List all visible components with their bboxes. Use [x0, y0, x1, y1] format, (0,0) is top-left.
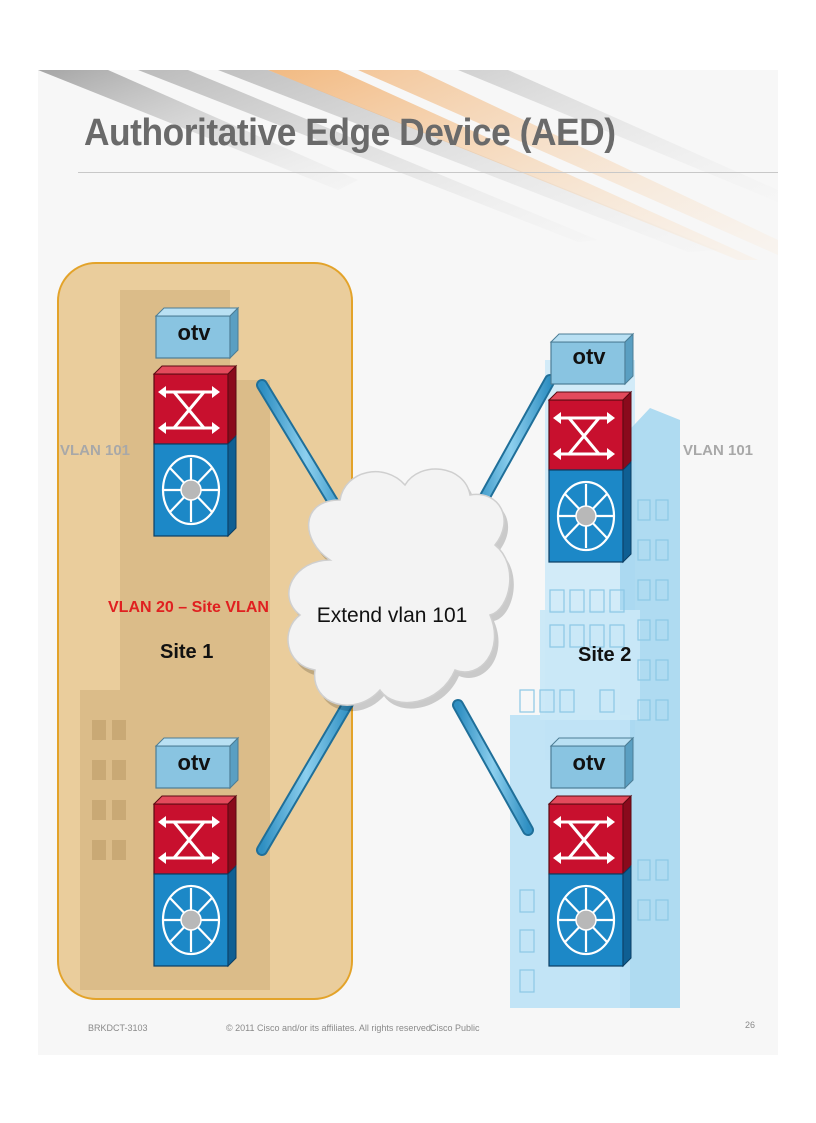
otv-link-site1-bottom: [256, 694, 356, 856]
site-vlan-label: VLAN 20 – Site VLAN: [108, 599, 269, 616]
left-vlan-label: VLAN 101: [60, 442, 130, 459]
page-title: Authoritative Edge Device (AED): [84, 112, 616, 154]
footer-classification: Cisco Public: [430, 1023, 480, 1033]
site2-label: Site 2: [578, 644, 631, 666]
title-divider: [78, 172, 778, 173]
footer-page-number: 26: [745, 1020, 756, 1030]
otv-link-site2-bottom: [452, 699, 534, 836]
right-vlan-label: VLAN 101: [683, 442, 753, 459]
otv-label: otv: [178, 320, 212, 345]
site1-building-windows: [92, 720, 126, 860]
site2-building-windows: [519, 499, 669, 993]
cloud-label: Extend vlan 101: [317, 604, 468, 627]
site1-label: Site 1: [160, 641, 213, 663]
otv-label: otv: [573, 750, 607, 775]
decorative-swoosh: [38, 70, 778, 260]
footer-copyright: © 2011 Cisco and/or its affiliates. All …: [226, 1023, 434, 1033]
otv-label: otv: [573, 344, 607, 369]
otv-label: otv: [178, 750, 212, 775]
footer-session: BRKDCT-3103: [88, 1023, 148, 1033]
transport-cloud: [287, 468, 514, 712]
